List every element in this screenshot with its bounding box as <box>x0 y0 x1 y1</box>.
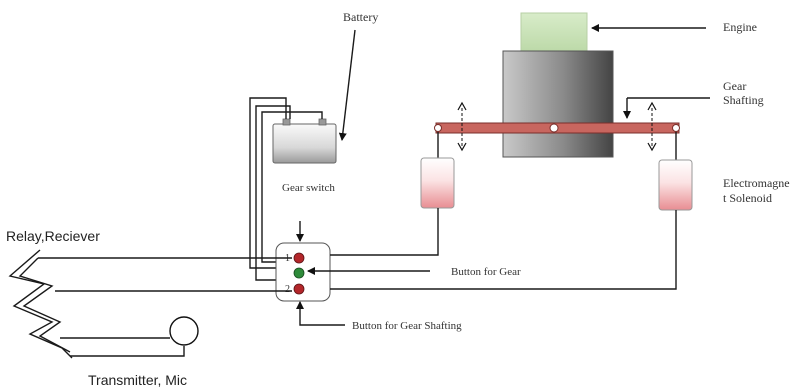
gear-switch-label: Gear switch <box>282 182 335 194</box>
gear-shafting-button[interactable] <box>293 283 305 295</box>
battery-pointer-arrow <box>338 29 356 141</box>
gear-button-top[interactable] <box>293 252 305 264</box>
pin-2-label: 2 <box>285 284 290 295</box>
rod-right-pin <box>672 124 680 132</box>
engine-label: Engine <box>723 20 757 34</box>
rod-center-pivot <box>549 123 559 133</box>
battery-wire-outer <box>249 97 287 269</box>
left-solenoid <box>420 157 455 209</box>
transmitter-mic-label: Transmitter, Mic <box>88 372 187 388</box>
battery-wire-inner <box>261 111 323 263</box>
relay-receiver-label: Relay,Reciever <box>6 228 100 244</box>
gearbox <box>502 50 614 158</box>
button-for-gear-shafting-arrow <box>296 301 345 326</box>
relay-zigzag-inner <box>18 257 71 353</box>
relay-zigzag <box>8 249 73 359</box>
wire-to-right-solenoid <box>330 210 677 290</box>
battery-wire-middle <box>255 105 291 281</box>
battery-terminal-right <box>318 118 327 126</box>
battery <box>272 123 337 164</box>
electromagnet-label-line2: t Solenoid <box>723 191 772 205</box>
wire-to-left-solenoid <box>330 208 439 256</box>
left-motion-arrow <box>457 101 467 152</box>
button-for-gear-shafting-label: Button for Gear Shafting <box>352 320 462 332</box>
gear-shafting-label-line2: Shafting <box>723 93 764 107</box>
transmitter-wire-lower <box>70 346 185 357</box>
battery-label: Battery <box>343 10 378 24</box>
gear-button-middle[interactable] <box>293 267 305 279</box>
button-for-gear-label: Button for Gear <box>451 266 521 278</box>
mic-icon <box>169 316 199 346</box>
electromagnet-label-line1: Electromagne <box>723 176 790 190</box>
rod-left-pin <box>434 124 442 132</box>
engine-block <box>520 12 588 53</box>
gear-shafting-label-line1: Gear <box>723 79 746 93</box>
right-motion-arrow <box>647 101 657 152</box>
battery-terminal-left <box>282 118 291 126</box>
right-solenoid <box>658 159 693 211</box>
